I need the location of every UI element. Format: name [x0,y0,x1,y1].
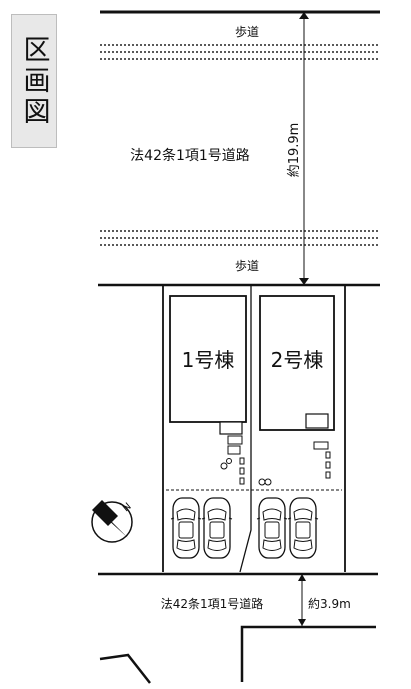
road-corner-edge [99,653,151,684]
building-1-label: 1号棟 [182,348,235,372]
car-icon [201,497,233,559]
step-1 [227,435,243,445]
path-stones-2 [258,451,331,486]
building-1-footprint [169,295,247,423]
sidewalk-top-hatch [100,44,380,60]
road-bottom-name: 法42条1項1号道路 [161,596,264,611]
lot-2: 2号棟 [258,295,335,486]
building-2-footprint [259,295,335,431]
step-1b [227,445,241,455]
road-bottom: 法42条1項1号道路 約3.9m [99,574,376,684]
sidewalk-bottom-hatch [100,230,380,246]
road-bottom-width-dimension: 約3.9m [298,574,351,626]
site-boundary [98,283,380,576]
road-bottom-width-label: 約3.9m [308,596,351,611]
page-title: 区画図 [18,34,50,128]
path-stones-1 [220,457,245,485]
sidewalk-bottom-label: 歩道 [235,258,259,273]
compass-north-arrow-icon: N [91,500,134,543]
car-icon [170,497,202,559]
title-box: 区画図 [11,14,57,148]
road-top-width-label: 約19.9m [287,123,302,178]
sidewalk-top-label: 歩道 [235,24,259,39]
building-2-label: 2号棟 [271,348,324,372]
road-top-name: 法42条1項1号道路 [130,147,250,164]
step-2 [313,441,329,450]
svg-text:N: N [121,501,134,514]
lot-1: 1号棟 [169,295,247,485]
road-top: 歩道 法42条1項1号道路 歩道 約19.9m [100,10,380,285]
car-icon [256,497,288,559]
road-top-width-dimension: 約19.9m [287,12,309,285]
entrance-1 [219,421,243,435]
entrance-2 [305,413,329,429]
road-far-edge [240,625,376,682]
car-icon [287,497,319,559]
